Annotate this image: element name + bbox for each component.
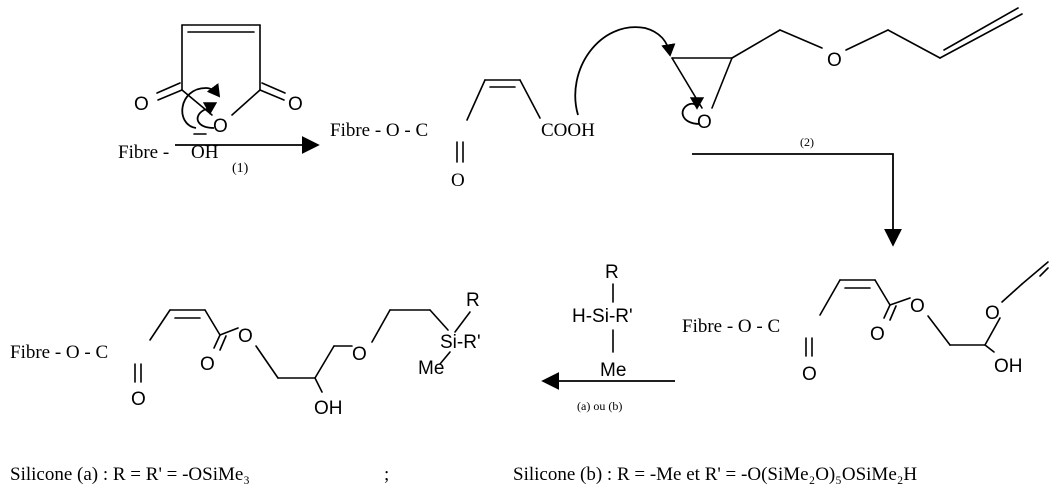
step1-label: (1): [232, 161, 249, 176]
bond: [261, 82, 286, 94]
curly-arrow-ring: [196, 102, 218, 129]
bond: [157, 89, 183, 101]
bond: [984, 344, 995, 353]
bond: [1039, 267, 1049, 277]
definition-separator: ;: [384, 464, 389, 485]
ether-o-3: O: [352, 344, 367, 365]
bond: [711, 57, 733, 109]
bond: [314, 377, 323, 393]
silane-r: R: [605, 262, 619, 283]
carbonyl-o: O: [451, 170, 465, 191]
reaction-arrow-2: [692, 153, 902, 247]
bond: [819, 279, 841, 316]
bond: [939, 13, 1023, 59]
silicone-a-definition: Silicone (a) : R = R' = -OSiMe₃: [10, 464, 250, 485]
silylated-fibre-product: Fibre - O - C O O O OH O Si-R' R Me: [10, 290, 481, 419]
bond: [1021, 261, 1049, 285]
step1-arrow: (1): [175, 136, 320, 176]
bond: [314, 345, 335, 379]
step2-arrow: (2): [692, 135, 902, 247]
bond: [671, 57, 703, 109]
curly-arrow-1: [181, 83, 221, 129]
curly-arrow-epoxide: [681, 97, 705, 125]
hydroxyl-label: OH: [314, 398, 343, 419]
anhydride-o-ring: O: [213, 116, 228, 137]
ester-o-3: O: [238, 326, 253, 347]
curly-arrow-2: [574, 26, 676, 116]
ester-carbonyl-o-3: O: [200, 354, 215, 375]
fibre-oh-label: Fibre -: [118, 142, 169, 163]
carbonyl-o-3: O: [131, 389, 146, 410]
bond: [219, 327, 239, 336]
bond: [156, 82, 181, 94]
fibre-o-c-label-2: Fibre - O - C: [682, 316, 780, 337]
cooh-label: COOH: [541, 120, 595, 141]
bond: [371, 309, 391, 343]
fibre-o-c-label-3: Fibre - O - C: [10, 342, 108, 363]
silane-me: Me: [600, 360, 626, 381]
allyl-glycidyl-ether: O O: [671, 7, 1023, 133]
ether-o: O: [827, 50, 842, 71]
bond: [255, 345, 279, 379]
silicone-b-definition: Silicone (b) : R = -Me et R' = -O(SiMe₂O…: [513, 464, 917, 485]
silane-reagent: R H-Si-R' Me: [572, 262, 633, 381]
bond: [889, 297, 911, 306]
bond: [259, 89, 285, 101]
bond: [889, 305, 897, 321]
anhydride-o-right: O: [288, 94, 303, 115]
bond: [1001, 283, 1023, 303]
me-label-product: Me: [418, 358, 444, 379]
bond: [231, 89, 261, 116]
bond: [454, 311, 471, 333]
hydroxyl-label-2: OH: [994, 356, 1023, 377]
bond: [219, 335, 227, 351]
anhydride-o-left: O: [134, 94, 149, 115]
bond: [874, 279, 891, 306]
ether-o-2: O: [985, 303, 1000, 324]
bond: [429, 309, 449, 331]
bond: [943, 7, 1019, 51]
carbonyl-o-2: O: [802, 364, 817, 385]
epoxide-o: O: [697, 112, 712, 133]
bond: [181, 89, 213, 116]
bond: [887, 29, 941, 59]
bond: [439, 351, 451, 365]
silicone-definitions: Silicone (a) : R = R' = -OSiMe₃ ; Silico…: [10, 464, 917, 485]
bond: [984, 317, 1001, 346]
allyl-intermediate: Fibre - O - C O O O O OH: [682, 261, 1049, 385]
silane-hsi: H-Si-R': [572, 306, 633, 327]
step3-arrow: (a) ou (b): [541, 372, 675, 413]
ester-carbonyl-o: O: [870, 324, 885, 345]
bond: [845, 29, 889, 51]
bond: [213, 334, 221, 349]
step2-label: (2): [800, 135, 814, 149]
r-label-product: R: [466, 290, 480, 311]
fibre-o-c-label: Fibre - O - C: [330, 120, 428, 141]
bond: [466, 79, 486, 121]
bond: [779, 29, 823, 49]
bond: [204, 309, 221, 336]
bond: [731, 29, 781, 59]
bond: [149, 309, 171, 341]
fibre-hydroxyl-group: Fibre - OH: [118, 83, 221, 163]
bond: [519, 79, 541, 119]
bond: [927, 315, 951, 346]
ester-o: O: [910, 296, 925, 317]
oh-label: OH: [191, 142, 219, 163]
bond: [883, 304, 891, 319]
si-r-prime-label: Si-R': [440, 332, 481, 353]
maleate-half-ester: Fibre - O - C O COOH: [330, 26, 676, 191]
step3-label: (a) ou (b): [577, 399, 622, 413]
maleic-anhydride: O O O: [134, 24, 303, 137]
